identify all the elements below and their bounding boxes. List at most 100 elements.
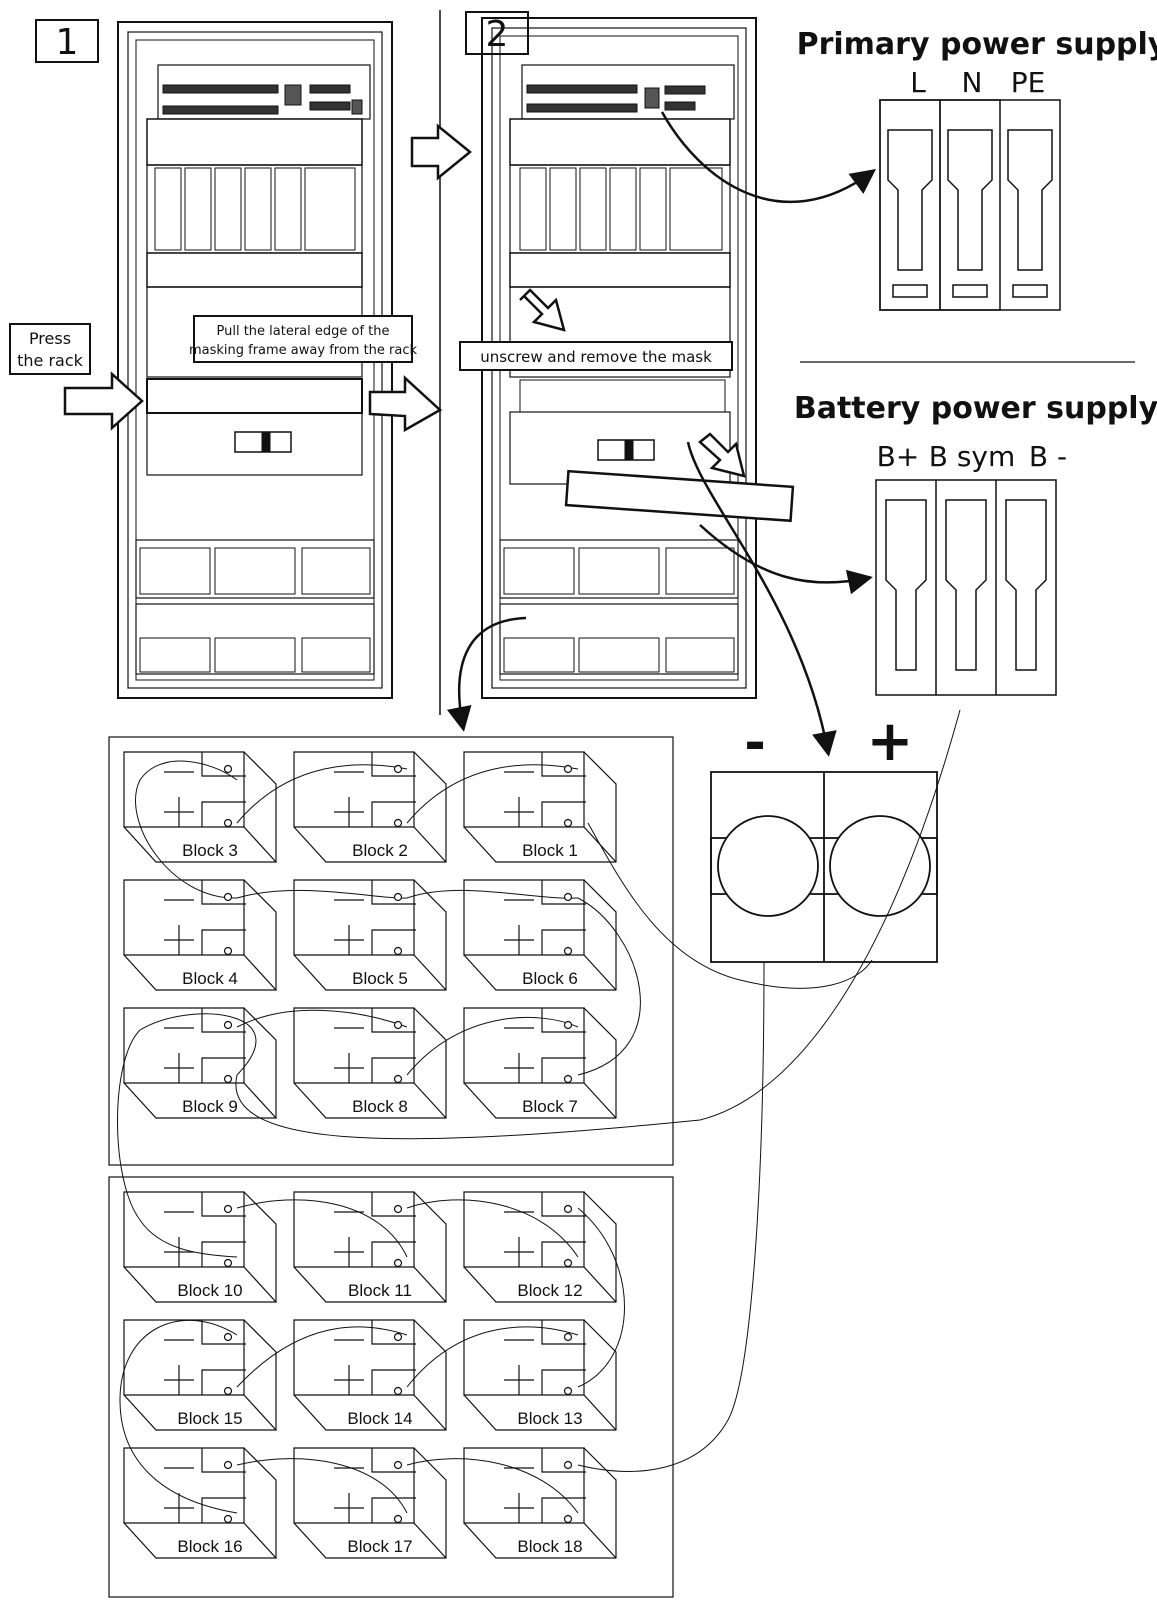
terminal-negative — [393, 1020, 403, 1030]
terminal-positive — [563, 1258, 573, 1268]
arrow-unscrew — [519, 288, 566, 332]
arrow-to-primary — [660, 111, 877, 204]
battery-block: Block 4 — [123, 879, 277, 991]
block-label: Block 18 — [517, 1537, 582, 1556]
block-label: Block 8 — [352, 1097, 408, 1116]
terminal-positive — [223, 818, 233, 828]
terminal-negative — [563, 1020, 573, 1030]
arrow-step — [410, 123, 472, 181]
terminal-negative — [223, 1332, 233, 1342]
label-unscrew: unscrew and remove the mask — [459, 341, 733, 371]
battery-block: Block 2 — [293, 751, 447, 863]
arrow-press — [63, 371, 144, 431]
terminal-negative — [563, 1204, 573, 1214]
fuse-holder — [710, 771, 938, 963]
unscrew-text: unscrew and remove the mask — [480, 348, 712, 366]
block-label: Block 3 — [182, 841, 238, 860]
terminal-positive — [563, 1514, 573, 1524]
step-1-box: 1 — [35, 19, 99, 63]
battery-block: Block 18 — [463, 1447, 617, 1559]
arrow-to-battery — [699, 524, 873, 595]
block-label: Block 10 — [177, 1281, 242, 1300]
terminal-negative — [393, 1204, 403, 1214]
terminal-positive — [393, 1258, 403, 1268]
terminal-positive — [393, 1514, 403, 1524]
battery-terminal-block — [875, 479, 1057, 696]
battery-block: Block 17 — [293, 1447, 447, 1559]
pull-line-1: Pull the lateral edge of the — [216, 324, 389, 339]
step-1-number: 1 — [56, 22, 79, 63]
block-label: Block 1 — [522, 841, 578, 860]
block-label: Block 17 — [347, 1537, 412, 1556]
terminal-positive — [393, 818, 403, 828]
cabinet-1 — [117, 21, 393, 699]
battery-block: Block 1 — [463, 751, 617, 863]
terminal-negative — [393, 1332, 403, 1342]
terminal-positive — [563, 818, 573, 828]
press-line-2: the rack — [17, 351, 84, 370]
battery-block: Block 6 — [463, 879, 617, 991]
arrow-pull — [368, 375, 443, 433]
battery-block: Block 16 — [123, 1447, 277, 1559]
battery-block: Block 8 — [293, 1007, 447, 1119]
block-label: Block 16 — [177, 1537, 242, 1556]
terminal-positive — [223, 1386, 233, 1396]
terminal-negative — [393, 1460, 403, 1470]
terminal-PE: PE — [1011, 66, 1046, 99]
terminal-negative — [563, 764, 573, 774]
terminal-negative — [563, 1332, 573, 1342]
battery-block: Block 10 — [123, 1191, 277, 1303]
arrow-remove — [698, 432, 746, 478]
removed-mask — [564, 469, 795, 523]
terminal-N: N — [962, 66, 983, 99]
label-pull-edge: Pull the lateral edge of the masking fra… — [189, 315, 418, 363]
terminal-positive — [563, 946, 573, 956]
terminal-positive — [393, 1074, 403, 1084]
terminal-Bminus: B - — [1029, 440, 1067, 473]
arrow-to-fuse — [686, 441, 837, 757]
block-group-1 — [108, 736, 674, 1166]
terminal-negative — [223, 1204, 233, 1214]
arrow-to-blocks — [446, 616, 527, 732]
block-label: Block 14 — [347, 1409, 412, 1428]
battery-block: Block 5 — [293, 879, 447, 991]
terminal-positive — [393, 1386, 403, 1396]
battery-block: Block 3 — [123, 751, 277, 863]
block-label: Block 15 — [177, 1409, 242, 1428]
terminal-positive — [223, 946, 233, 956]
terminal-negative — [393, 764, 403, 774]
terminal-Bsym: B sym — [929, 440, 1016, 473]
block-label: Block 4 — [182, 969, 238, 988]
terminal-positive — [223, 1514, 233, 1524]
terminal-negative — [393, 892, 403, 902]
terminal-negative — [563, 892, 573, 902]
polarity-plus: + — [867, 709, 914, 774]
terminal-negative — [223, 892, 233, 902]
block-label: Block 2 — [352, 841, 408, 860]
block-label: Block 5 — [352, 969, 408, 988]
block-label: Block 7 — [522, 1097, 578, 1116]
terminal-positive — [223, 1074, 233, 1084]
block-label: Block 13 — [517, 1409, 582, 1428]
battery-block: Block 15 — [123, 1319, 277, 1431]
block-label: Block 6 — [522, 969, 578, 988]
terminal-positive — [223, 1258, 233, 1268]
battery-block: Block 9 — [123, 1007, 277, 1119]
block-label: Block 11 — [348, 1281, 412, 1300]
label-press-rack: Press the rack — [9, 323, 91, 375]
polarity-minus: - — [744, 713, 766, 773]
cabinet-2 — [481, 17, 757, 699]
battery-wires — [117, 709, 961, 1514]
step-2-number: 2 — [486, 14, 509, 55]
battery-block: Block 14 — [293, 1319, 447, 1431]
primary-title: Primary power supply — [797, 27, 1157, 62]
battery-block: Block 7 — [463, 1007, 617, 1119]
block-label: Block 12 — [517, 1281, 582, 1300]
battery-title: Battery power supply — [794, 391, 1157, 426]
terminal-positive — [563, 1386, 573, 1396]
block-group-2 — [108, 1176, 674, 1598]
primary-terminal-block — [879, 99, 1061, 311]
terminal-negative — [563, 1460, 573, 1470]
terminal-L: L — [910, 66, 926, 99]
